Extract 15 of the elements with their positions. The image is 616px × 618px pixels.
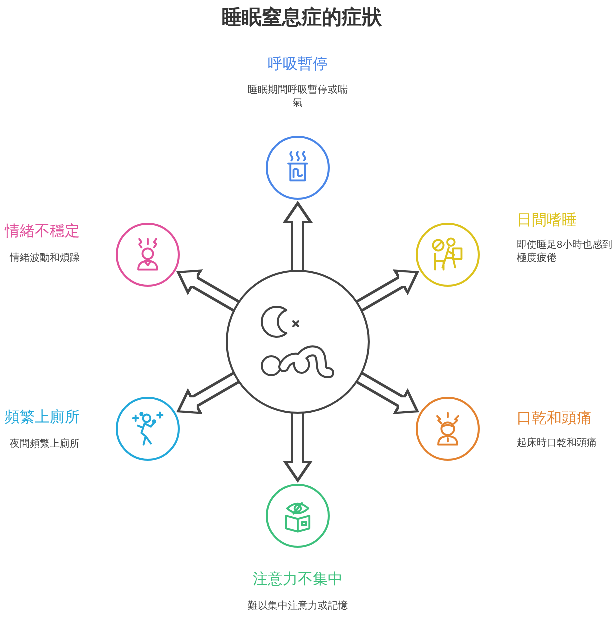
- arrow: [283, 411, 313, 483]
- heading: 注意力不集中: [253, 571, 343, 589]
- heading: 情緒不穩定: [5, 223, 80, 241]
- description: 即使睡足8小時也感到極度疲倦: [517, 238, 614, 264]
- arrow: [283, 201, 313, 273]
- description: 情緒波動和煩躁: [10, 252, 80, 264]
- heading: 口乾和頭痛: [517, 410, 592, 428]
- description: 睡眠期間呼吸暫停或喘氣: [247, 84, 349, 110]
- description: 難以集中注意力或記憶: [248, 600, 348, 612]
- heading: 呼吸暫停: [268, 56, 328, 74]
- title: 睡眠窒息症的症狀: [222, 6, 382, 30]
- heading: 頻繁上廁所: [5, 409, 80, 427]
- description: 起床時口乾和頭痛: [517, 436, 597, 450]
- heading: 日間嗜睡: [517, 212, 577, 230]
- description: 夜間頻繁上廁所: [10, 438, 80, 450]
